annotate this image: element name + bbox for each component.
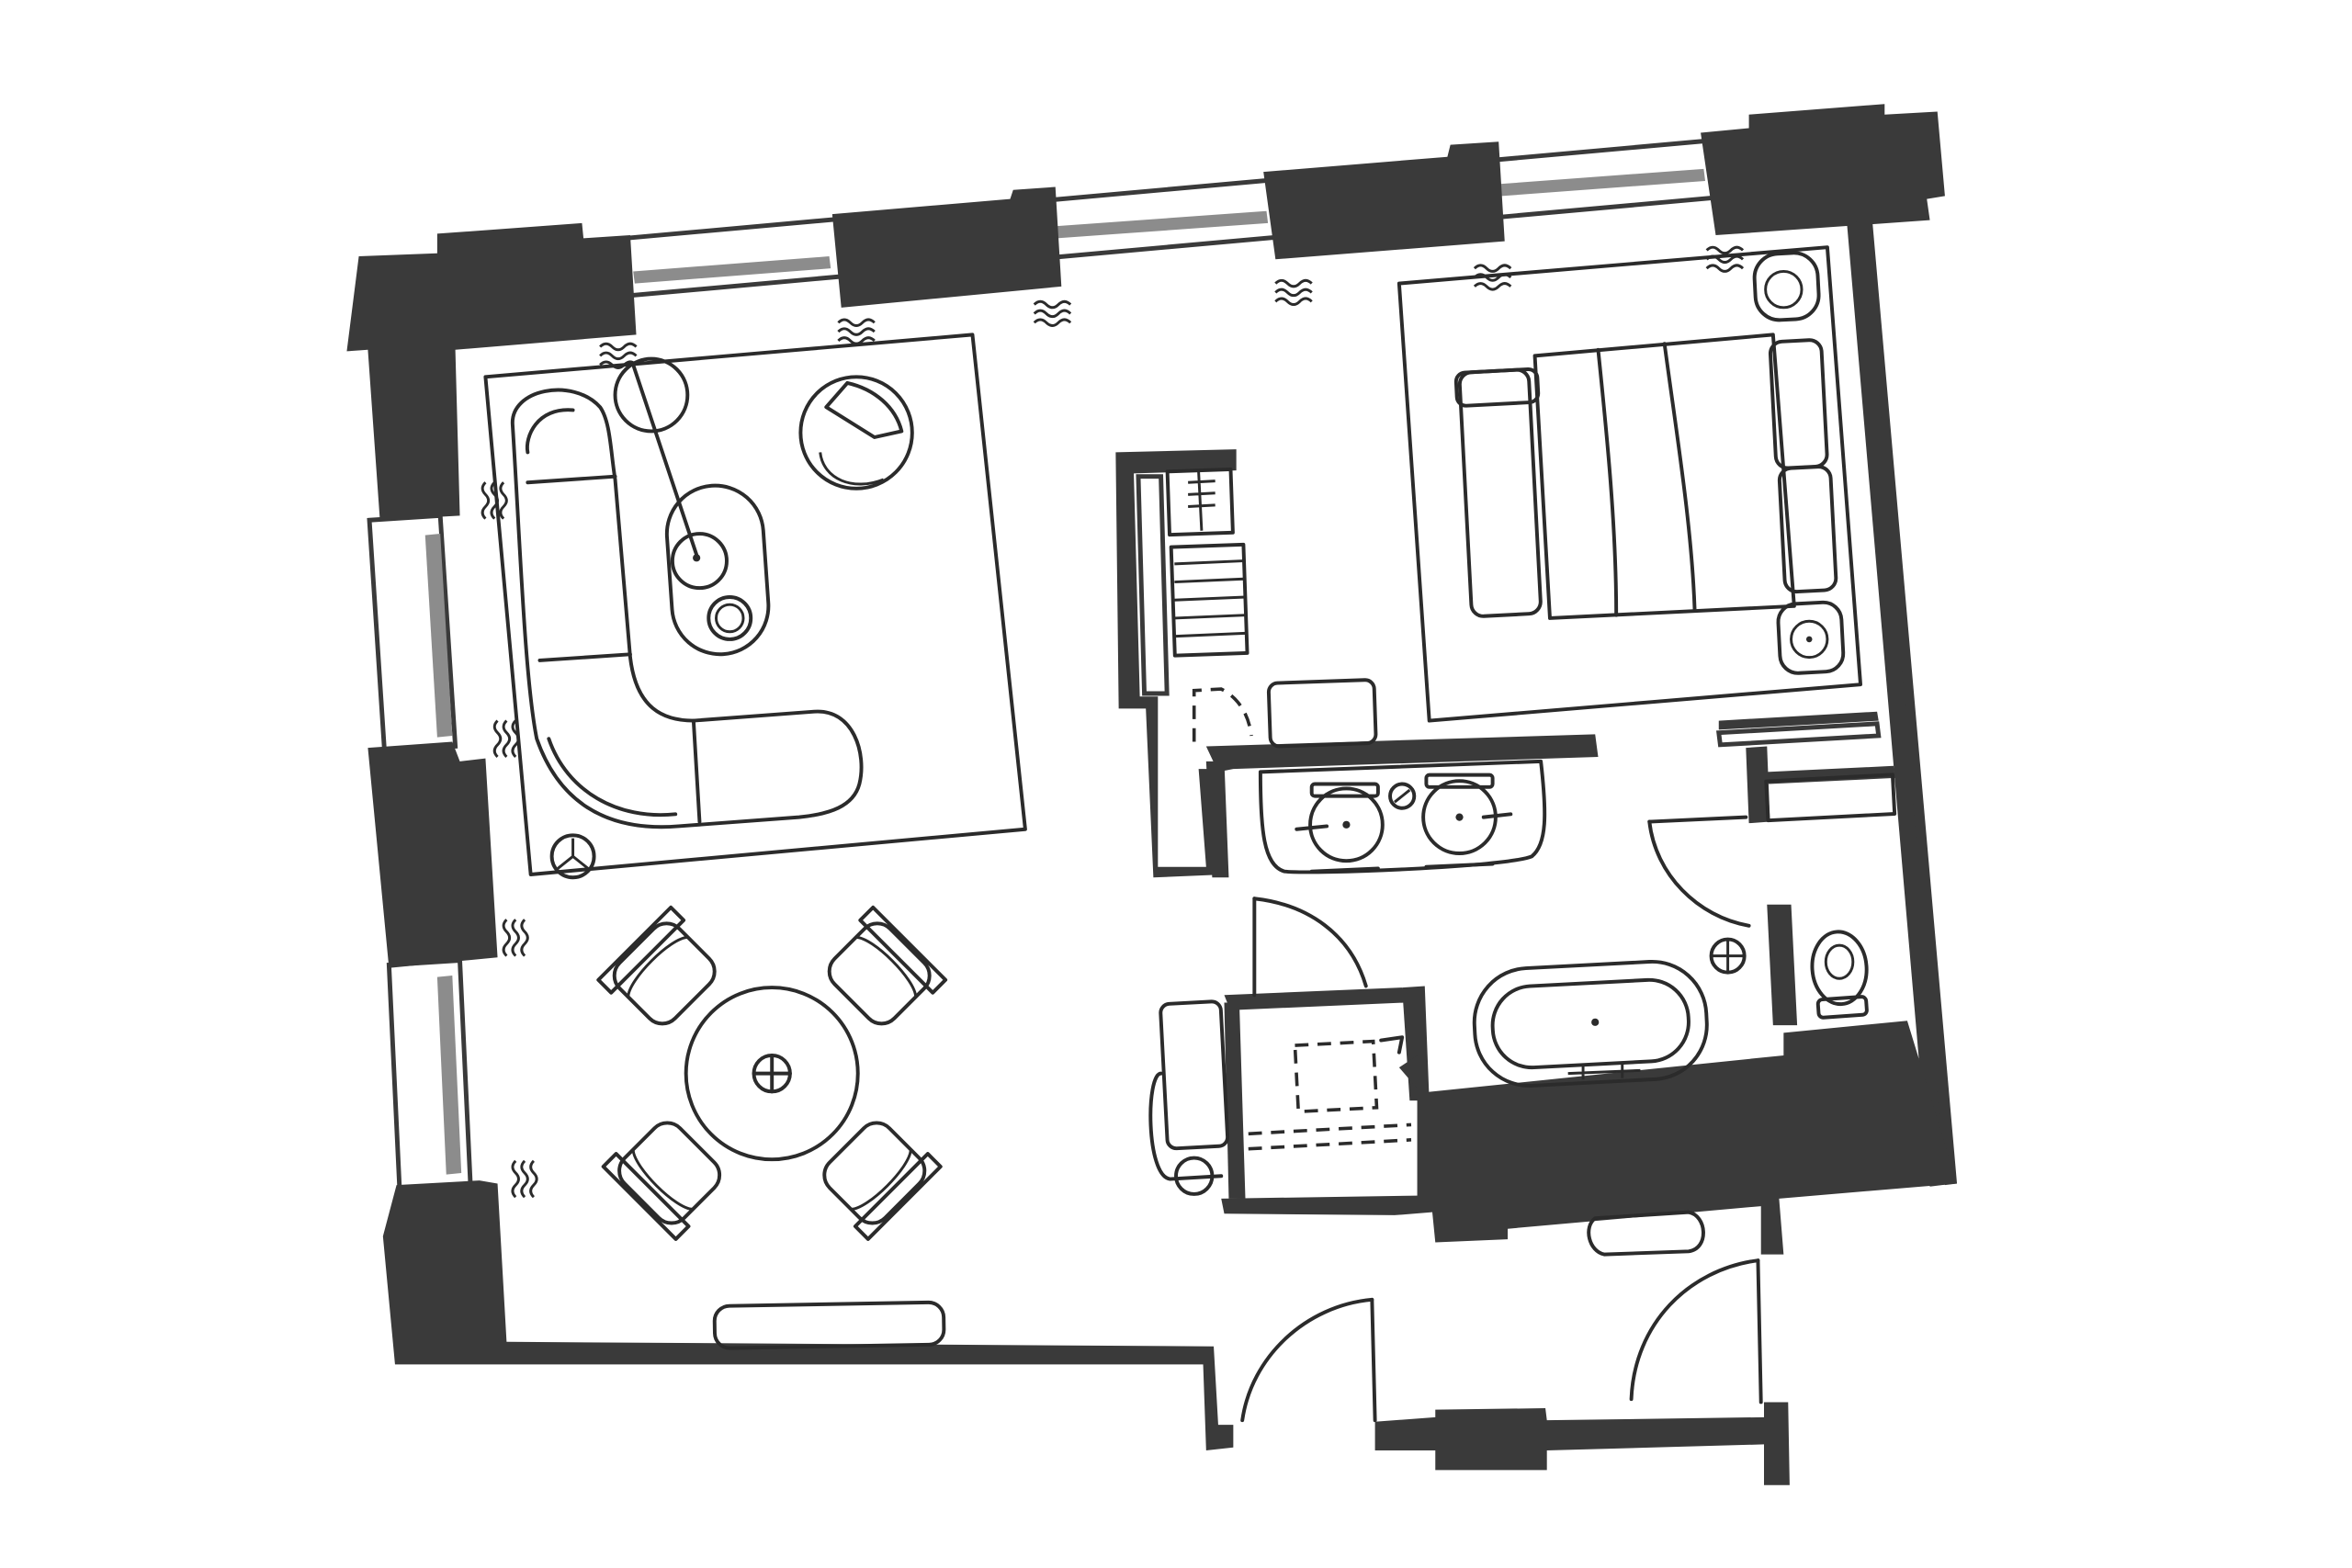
bed-icon (1453, 333, 1838, 620)
bench (712, 1300, 946, 1350)
dining-chair-icon (822, 1121, 943, 1241)
bedroom (1396, 245, 1862, 723)
radiator-icon (1705, 245, 1745, 273)
dining-area (596, 905, 948, 1241)
exterior-walls (346, 104, 1958, 1485)
console (1587, 1210, 1705, 1257)
sink-icon (1421, 773, 1513, 869)
radiators (481, 245, 1745, 1199)
bedroom-rug (1396, 245, 1862, 723)
door-icon (1252, 897, 1368, 998)
doors (1240, 815, 1763, 1423)
dining-chair-icon (596, 905, 717, 1026)
bathtub-icon (1472, 959, 1709, 1088)
dresser (1266, 678, 1378, 749)
toilet-icon (1810, 930, 1869, 1020)
door-icon (1647, 815, 1751, 928)
radiator-icon (1274, 278, 1313, 307)
vanity (1258, 759, 1547, 874)
door-icon (1240, 1297, 1377, 1423)
living-area (483, 333, 1027, 880)
window-left-1 (424, 534, 453, 738)
dining-chair-icon (827, 905, 948, 1026)
window-top-3 (1499, 168, 1705, 197)
radiator-icon (1033, 299, 1072, 327)
side-table (549, 833, 596, 880)
door-icon (1629, 1258, 1763, 1404)
floor-lamp-icon (613, 356, 701, 562)
radiator-icon (502, 919, 529, 957)
window-top-1 (633, 256, 831, 284)
radiator-icon (511, 1159, 538, 1199)
radiator-icon (837, 318, 876, 345)
radiator-icon (599, 342, 638, 369)
window-top-2 (1055, 210, 1269, 239)
armchair-icon (798, 375, 914, 491)
staircase-icon (1165, 467, 1253, 742)
dining-chair-icon (601, 1121, 722, 1241)
sink-icon (1295, 782, 1385, 874)
nightstand (1752, 251, 1821, 322)
dining-table-icon (684, 986, 860, 1162)
nightstand (1776, 600, 1846, 675)
sofa-icon (510, 388, 864, 829)
closet (1148, 999, 1418, 1196)
rug (483, 333, 1027, 876)
bathroom (1472, 773, 1897, 1088)
coffee-table (664, 483, 771, 657)
window-left-2 (436, 975, 462, 1175)
radiator-icon (492, 719, 520, 758)
